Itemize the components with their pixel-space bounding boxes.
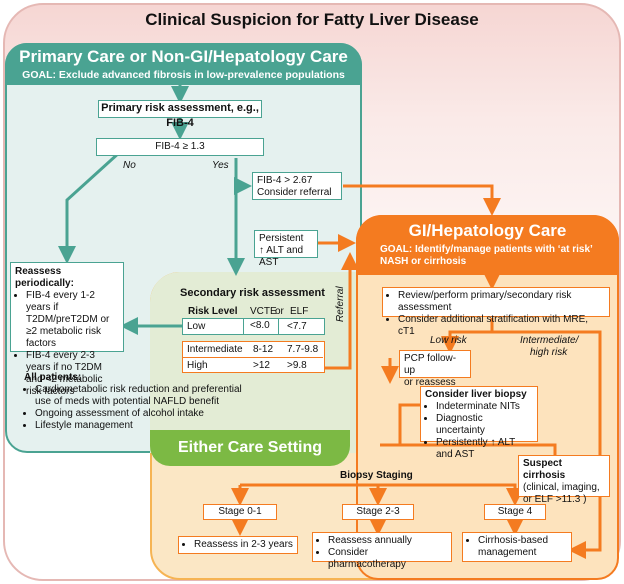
out4-box: Cirrhosis-based management: [462, 532, 572, 562]
review-item: Review/perform primary/secondary risk as…: [398, 290, 605, 314]
risk-cell: <8.0: [243, 318, 279, 334]
biopsy-box: Consider liver biopsy Indeterminate NITs…: [420, 386, 538, 460]
review-item: Consider additional stratification with …: [398, 314, 605, 338]
all-patients-list: Cardiometabolic risk reduction and prefe…: [24, 384, 254, 432]
risk-level-header: Risk Level: [188, 306, 238, 317]
biopsy-title: Consider liver biopsy: [425, 389, 527, 400]
stage01-box: Stage 0-1: [203, 504, 277, 520]
risk-cell: Intermediate: [187, 344, 243, 355]
gi-goal-line2: NASH or cirrhosis: [380, 256, 467, 267]
referral-label: Referral: [335, 286, 346, 322]
out23-item: Reassess annually: [328, 535, 447, 547]
or-header: or: [275, 306, 284, 317]
all-patients-block: All patients: Cardiometabolic risk reduc…: [24, 372, 254, 432]
reassess-title: Reassess periodically:: [15, 266, 74, 289]
persistent-line2: ↑ ALT and AST: [259, 245, 304, 268]
risk-cell: <7.7: [287, 321, 307, 332]
low-risk-label: Low risk: [430, 335, 467, 346]
fib4-gt-line2: Consider referral: [257, 187, 332, 198]
reassess-item: FIB-4 every 2-3 years if no T2DM and <2 …: [26, 350, 119, 398]
intermediate-line2: high risk: [530, 347, 568, 358]
out4-item: Cirrhosis-based management: [478, 535, 567, 559]
risk-cell: Low: [187, 321, 206, 332]
cirrhosis-box: Suspect cirrhosis (clinical, imaging, or…: [518, 455, 610, 505]
pcp-line2: or reassess: [404, 377, 456, 388]
gi-goal-line1: GOAL: Identify/manage patients with ‘at …: [380, 244, 593, 255]
biopsy-item: Diagnostic uncertainty: [436, 413, 533, 437]
cirrhosis-line1: (clinical, imaging,: [523, 482, 600, 493]
cirrhosis-line2: or ELF >11.3 ): [523, 494, 587, 505]
primary-care-header: Primary Care or Non-GI/Hepatology Care G…: [5, 43, 362, 85]
row-divider: [183, 357, 323, 358]
biopsy-list: Indeterminate NITs Diagnostic uncertaint…: [425, 401, 533, 461]
page-title: Clinical Suspicion for Fatty Liver Disea…: [145, 10, 479, 29]
risk-cell: >9.8: [287, 360, 307, 371]
primary-risk-box: Primary risk assessment, e.g., FIB-4: [98, 100, 262, 129]
out23-item: Consider pharmacotherapy: [328, 547, 447, 571]
all-patients-item: Ongoing assessment of alcohol intake: [35, 408, 254, 420]
stage23-box: Stage 2-3: [342, 504, 414, 520]
vcte-header: VCTE: [250, 306, 277, 317]
out01-item: Reassess in 2-3 years: [194, 539, 293, 551]
biopsy-item: Indeterminate NITs: [436, 401, 533, 413]
fib4-ge-box: FIB-4 ≥ 1.3: [96, 138, 264, 156]
gi-heading: GI/Hepatology Care: [408, 221, 567, 240]
cirrhosis-title: Suspect cirrhosis: [523, 458, 566, 481]
intermediate-label: Intermediate/high risk: [520, 335, 578, 359]
biopsy-item: Persistently ↑ ALT and AST: [436, 437, 533, 461]
reassess-item: FIB-4 every 1-2 years if T2DM/preT2DM or…: [26, 290, 119, 350]
out23-box: Reassess annually Consider pharmacothera…: [312, 532, 452, 570]
risk-row-low: Low <8.0 <7.7: [182, 318, 325, 335]
all-patients-item: Lifestyle management: [35, 420, 254, 432]
reassess-list: FIB-4 every 1-2 years if T2DM/preT2DM or…: [15, 290, 119, 398]
gi-goal: GOAL: Identify/manage patients with ‘at …: [380, 244, 619, 268]
risk-cell: 7.7-9.8: [287, 344, 319, 355]
out01-box: Reassess in 2-3 years: [178, 536, 298, 554]
all-patients-title: All patients:: [24, 372, 82, 383]
persistent-box: Persistent ↑ ALT and AST: [254, 230, 318, 268]
no-label: No: [123, 160, 136, 171]
risk-cell: >12: [253, 360, 270, 371]
secondary-title: Secondary risk assessment: [180, 287, 325, 299]
review-list: Review/perform primary/secondary risk as…: [387, 290, 605, 338]
gi-care-header: GI/Hepatology Care GOAL: Identify/manage…: [356, 215, 619, 275]
either-care-label: Either Care Setting: [150, 430, 350, 466]
pcp-box: PCP follow-up or reassess: [399, 350, 471, 388]
primary-goal: GOAL: Exclude advanced fibrosis in low-p…: [22, 69, 345, 81]
yes-label: Yes: [212, 160, 229, 171]
fib4-gt-line1: FIB-4 > 2.67: [257, 175, 313, 186]
fib4-gt-box: FIB-4 > 2.67 Consider referral: [252, 172, 342, 200]
intermediate-line1: Intermediate/: [520, 335, 579, 346]
stage4-box: Stage 4: [484, 504, 546, 520]
risk-cell: 8-12: [253, 344, 274, 355]
risk-cell: High: [187, 360, 208, 371]
primary-heading: Primary Care or Non-GI/Hepatology Care: [19, 47, 348, 66]
all-patients-item: Cardiometabolic risk reduction and prefe…: [35, 384, 254, 408]
reassess-box: Reassess periodically: FIB-4 every 1-2 y…: [10, 262, 124, 397]
risk-rows-high: Intermediate 8-12 7.7-9.8 High >12 >9.8: [182, 341, 325, 373]
biopsy-staging-label: Biopsy Staging: [340, 470, 413, 481]
pcp-line1: PCP follow-up: [404, 353, 457, 376]
review-box: Review/perform primary/secondary risk as…: [382, 287, 610, 337]
persistent-line1: Persistent: [259, 233, 304, 244]
elf-header: ELF: [290, 306, 309, 317]
